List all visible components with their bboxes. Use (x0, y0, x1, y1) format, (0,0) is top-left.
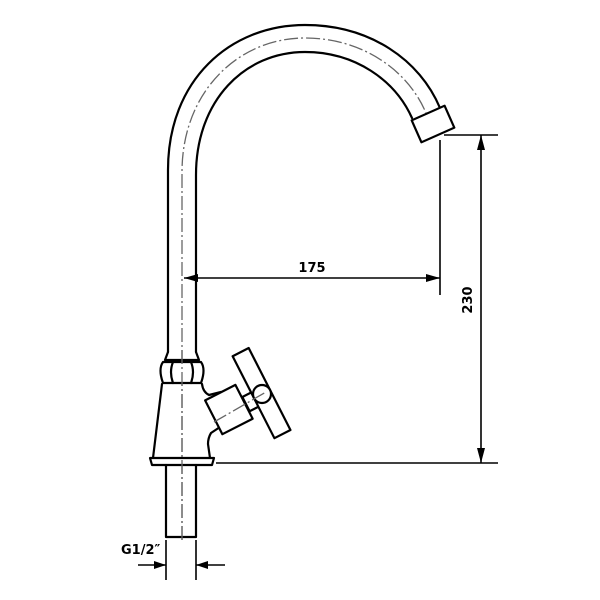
spout (166, 23, 442, 540)
valve-bonnet (204, 383, 254, 436)
reach-dimension-label: 175 (298, 261, 325, 276)
faucet-body (148, 350, 225, 467)
dimension-thread: G1/2″ (121, 540, 225, 580)
thread-dimension-label: G1/2″ (121, 543, 161, 558)
valve-centerline (213, 391, 267, 423)
dimension-reach: 175 (184, 140, 441, 295)
valve-assembly (204, 346, 292, 440)
spout-outer-contour (166, 23, 442, 354)
conical-body (151, 382, 225, 460)
hex-nut-facets (169, 360, 195, 385)
spout-inner-contour (194, 50, 414, 354)
aerator-nozzle (410, 104, 456, 144)
spout-centerline (181, 37, 427, 540)
tail-pipe (164, 463, 198, 539)
dimension-height: 230 (216, 134, 498, 464)
height-dimension-label: 230 (461, 286, 476, 313)
